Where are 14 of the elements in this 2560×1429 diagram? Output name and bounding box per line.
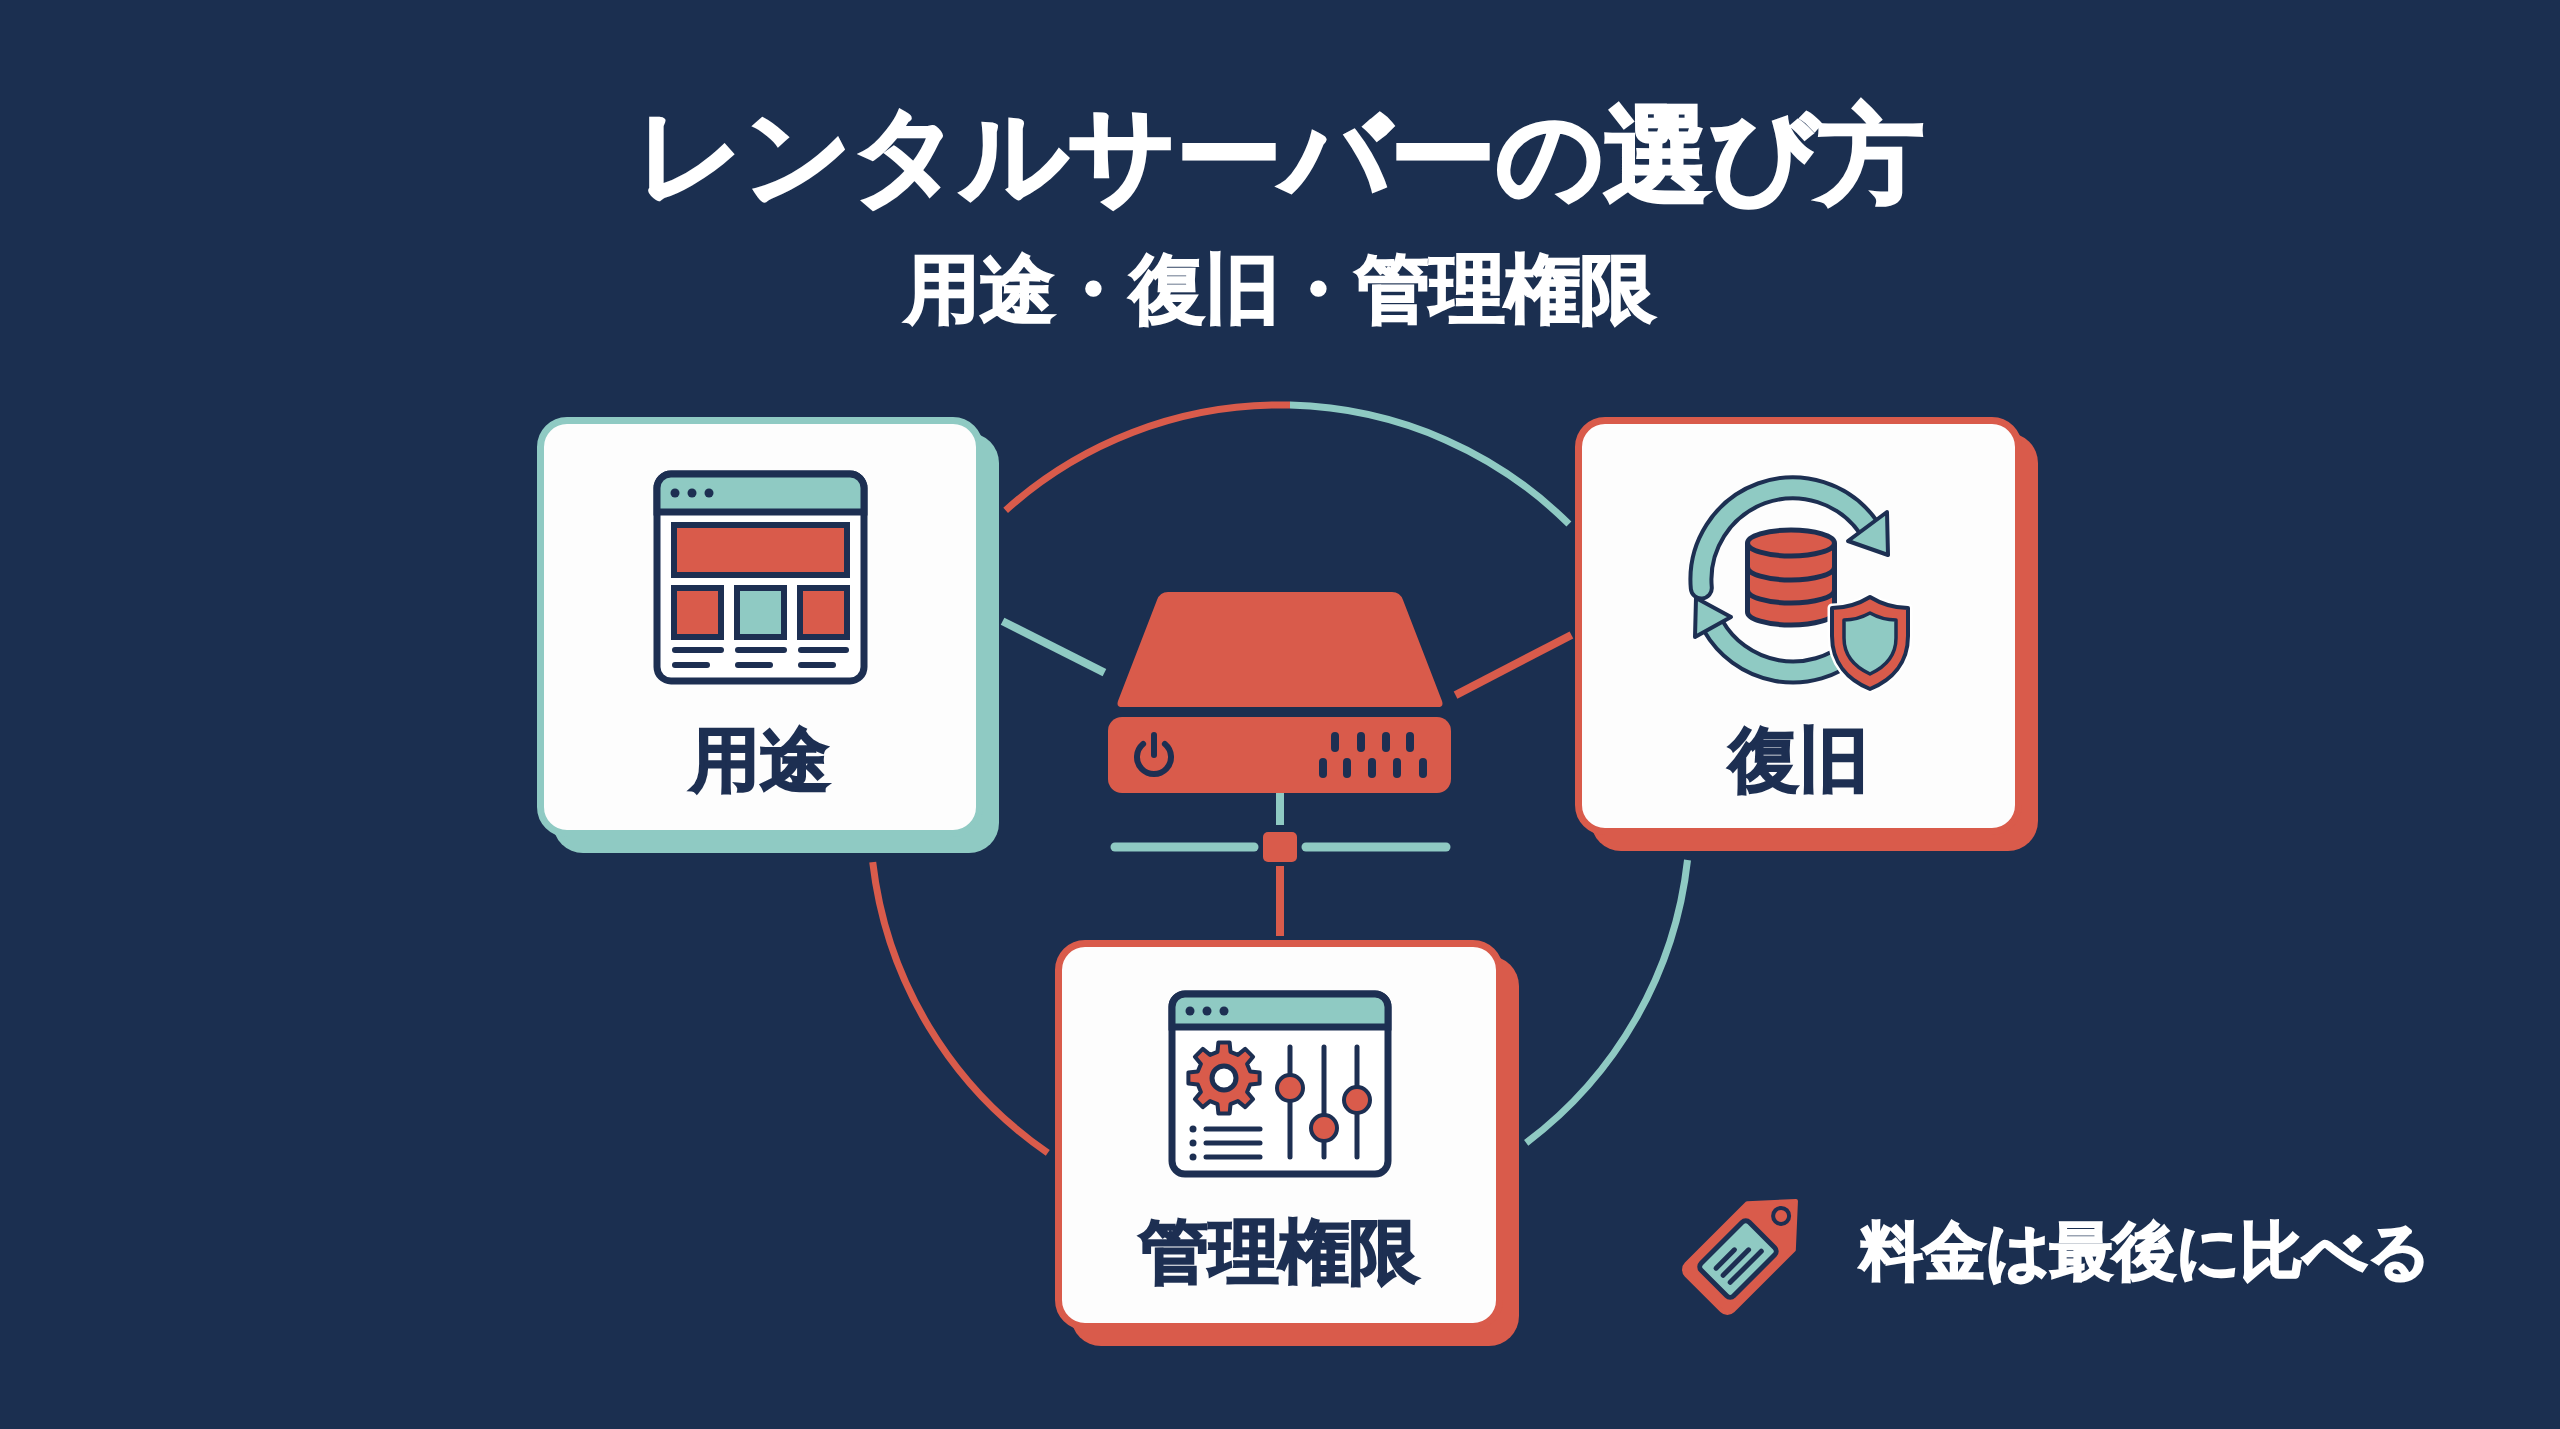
arc-connector [1003, 401, 1572, 527]
topic-card [1055, 940, 1519, 1346]
connector-line [1453, 631, 1574, 699]
subtitle: 用途・復旧・管理権限 [905, 252, 1655, 327]
arc-connector [869, 861, 1050, 1156]
card-label: 管理権限 [1139, 1217, 1419, 1287]
server-icon [1108, 592, 1452, 862]
topic-card [1575, 417, 2038, 851]
card-label: 用途 [690, 725, 830, 795]
note-text: 料金は最後に比べる [1860, 1220, 2431, 1283]
topic-card [537, 417, 999, 853]
connector-line [1000, 617, 1107, 677]
card-label: 復旧 [1728, 725, 1869, 795]
arc-connector [1523, 859, 1691, 1146]
